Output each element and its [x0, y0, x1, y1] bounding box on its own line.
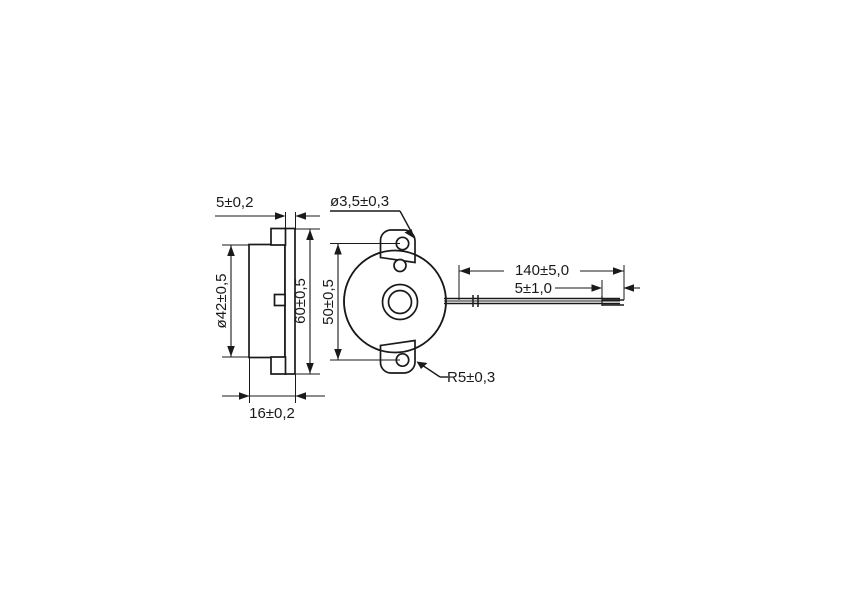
- dimension-body-diameter: ø42±0,5: [213, 244, 250, 358]
- side-view-sound-port-nub: [273, 293, 286, 307]
- front-view: [343, 229, 447, 374]
- front-view-sound-hole: [393, 258, 407, 273]
- arrowhead-thickness-left: [275, 212, 286, 220]
- dimension-strip-length: 5±1,0: [515, 280, 640, 299]
- arrowhead-mounting-hole: [404, 229, 415, 239]
- arrowhead-overall-height-bottom: [306, 363, 314, 374]
- dimension-mounting-hole: ø3,5±0,3: [330, 193, 415, 239]
- arrowhead-hole-spacing-top: [334, 244, 342, 255]
- side-view-mounting-tab-bottom: [270, 356, 287, 375]
- arrowhead-overall-height-top: [306, 229, 314, 240]
- dim-label-mounting-hole: ø3,5±0,3: [330, 193, 389, 210]
- front-view-center-boss-outer: [381, 283, 419, 321]
- dimension-overall-depth: 16±0,2: [222, 357, 325, 422]
- arrowhead-strip-length-left: [591, 284, 602, 292]
- dim-label-strip-length: 5±1,0: [515, 280, 552, 297]
- arrowhead-hole-spacing-bottom: [334, 349, 342, 360]
- dim-label-tab-radius: R5±0,3: [447, 369, 495, 386]
- arrowhead-thickness-right: [295, 212, 306, 220]
- dimension-wire-length: 140±5,0: [458, 260, 625, 300]
- dimension-thickness-flange: 5±0,2: [215, 194, 320, 230]
- dim-label-thickness-flange: 5±0,2: [216, 194, 253, 211]
- arrowhead-tab-radius: [416, 361, 428, 369]
- arrowhead-overall-depth-left: [239, 392, 250, 400]
- dim-label-hole-spacing: 50±0,5: [320, 279, 337, 325]
- arrowhead-overall-depth-right: [295, 392, 306, 400]
- arrowhead-body-diameter-top: [227, 245, 235, 256]
- dimension-tab-radius: R5±0,3: [416, 361, 495, 386]
- dim-label-wire-length: 140±5,0: [515, 262, 569, 279]
- dim-label-bg-wire-length: [504, 260, 580, 279]
- dim-label-overall-depth: 16±0,2: [249, 405, 295, 422]
- lead-wire: [444, 295, 624, 307]
- arrowhead-wire-length-left: [459, 267, 470, 275]
- arrowhead-strip-length-right: [623, 284, 634, 292]
- dim-label-body-diameter: ø42±0,5: [213, 274, 230, 329]
- dim-label-overall-height: 60±0,5: [292, 278, 309, 324]
- arrowhead-body-diameter-bottom: [227, 346, 235, 357]
- arrowhead-wire-length-right: [613, 267, 624, 275]
- side-view-mounting-tab-top: [270, 227, 287, 246]
- front-view-body-circle-outline: [343, 249, 447, 354]
- side-view: [248, 227, 296, 375]
- dimension-overall-height: 60±0,5: [292, 228, 320, 375]
- dimension-hole-spacing: 50±0,5: [320, 243, 400, 361]
- front-view-center-boss-inner: [387, 289, 413, 315]
